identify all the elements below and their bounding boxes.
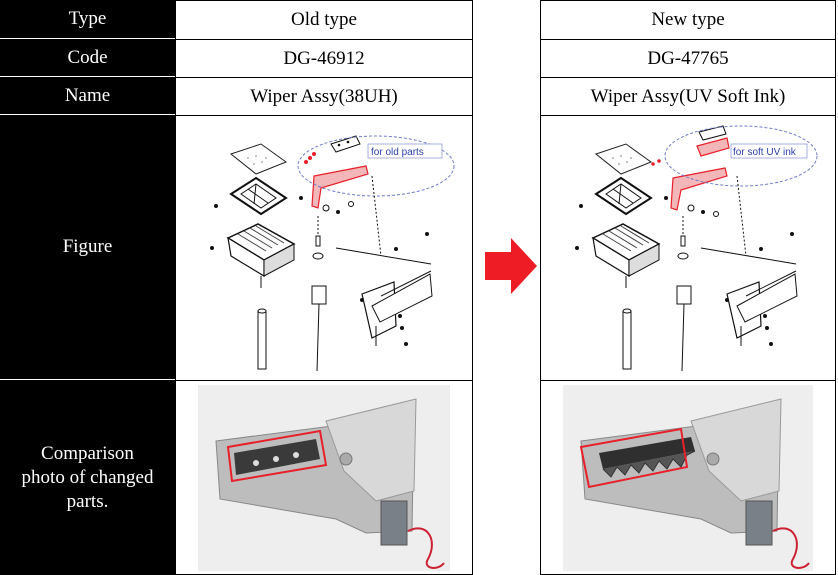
row-label-name-text: Name [64, 84, 111, 106]
row-label-name: Name [0, 77, 175, 115]
arrow-right-icon [485, 238, 537, 294]
photo-label-line-1: Comparison [41, 442, 134, 464]
row-label-figure: Figure [0, 115, 175, 380]
new-code-text: DG-47765 [647, 47, 729, 69]
old-name-text: Wiper Assy(38UH) [250, 85, 398, 107]
new-exploded-diagram: for soft UV ink [575, 125, 818, 372]
old-type-text: Old type [291, 9, 357, 30]
photo-label-line-3: parts. [66, 490, 109, 512]
new-photo-cell [540, 380, 836, 575]
new-name-text: Wiper Assy(UV Soft Ink) [590, 85, 786, 107]
row-label-code-text: Code [67, 46, 108, 68]
old-exploded-diagram: for old parts [210, 135, 455, 372]
new-type-cell: New type [540, 0, 836, 40]
new-name-cell: Wiper Assy(UV Soft Ink) [540, 77, 836, 116]
row-label-type-text: Type [68, 8, 107, 29]
row-label-figure-text: Figure [62, 236, 113, 257]
new-code-cell: DG-47765 [540, 39, 836, 78]
old-code-cell: DG-46912 [175, 39, 473, 78]
new-parts-photo [563, 385, 813, 571]
new-type-text: New type [651, 9, 725, 30]
old-type-cell: Old type [175, 0, 473, 40]
row-label-code: Code [0, 39, 175, 77]
row-label-photo: Comparison photo of changed parts. [0, 380, 175, 575]
old-code-text: DG-46912 [283, 47, 365, 69]
old-name-cell: Wiper Assy(38UH) [175, 77, 473, 116]
old-figure-cell: for old parts [175, 115, 473, 381]
row-label-type: Type [0, 0, 175, 39]
photo-label-line-2: photo of changed [21, 466, 154, 488]
old-callout-text: for old parts [371, 147, 424, 158]
old-photo-cell [175, 380, 473, 575]
new-figure-cell: for soft UV ink [540, 115, 836, 381]
new-callout-text: for soft UV ink [733, 147, 797, 158]
old-parts-photo [198, 385, 450, 571]
